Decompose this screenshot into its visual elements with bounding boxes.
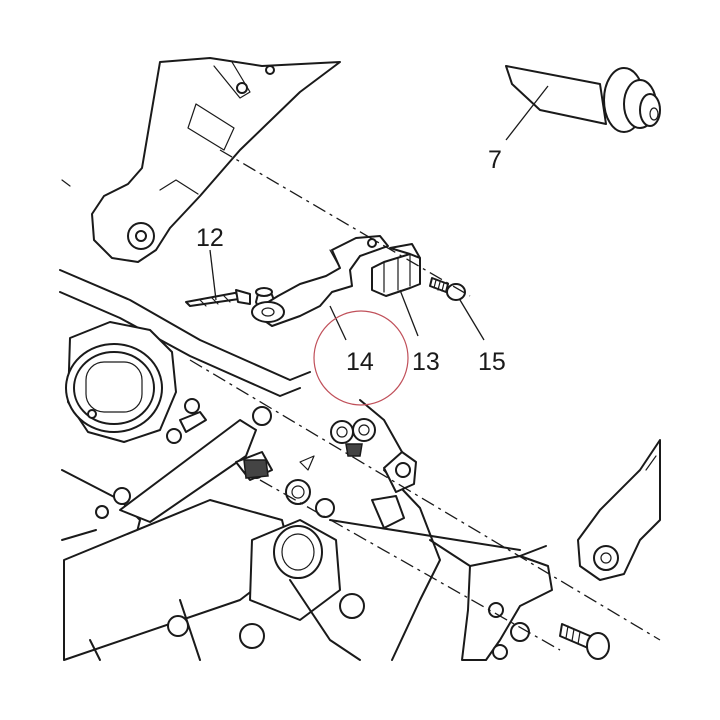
part-15-bolt <box>429 277 466 301</box>
main-frame-body <box>59 269 441 661</box>
lower-bolt <box>559 623 610 660</box>
part-7-shaft <box>505 65 661 133</box>
part-14-bracket-plate <box>251 235 389 327</box>
callout-14: 14 <box>346 348 374 376</box>
part-13-clip <box>371 243 421 297</box>
callout-15: 15 <box>478 348 506 376</box>
lower-right-bracket <box>329 519 553 661</box>
frame-studs <box>243 418 376 479</box>
callout-13: 13 <box>412 348 440 376</box>
callout-7: 7 <box>488 146 502 174</box>
upper-frame-arm <box>61 57 341 263</box>
callout-12: 12 <box>196 224 224 252</box>
assembly-axes <box>189 149 661 651</box>
callout-14-highlight <box>313 310 409 406</box>
leader-lines <box>209 85 549 341</box>
right-swing-arm <box>577 439 661 581</box>
